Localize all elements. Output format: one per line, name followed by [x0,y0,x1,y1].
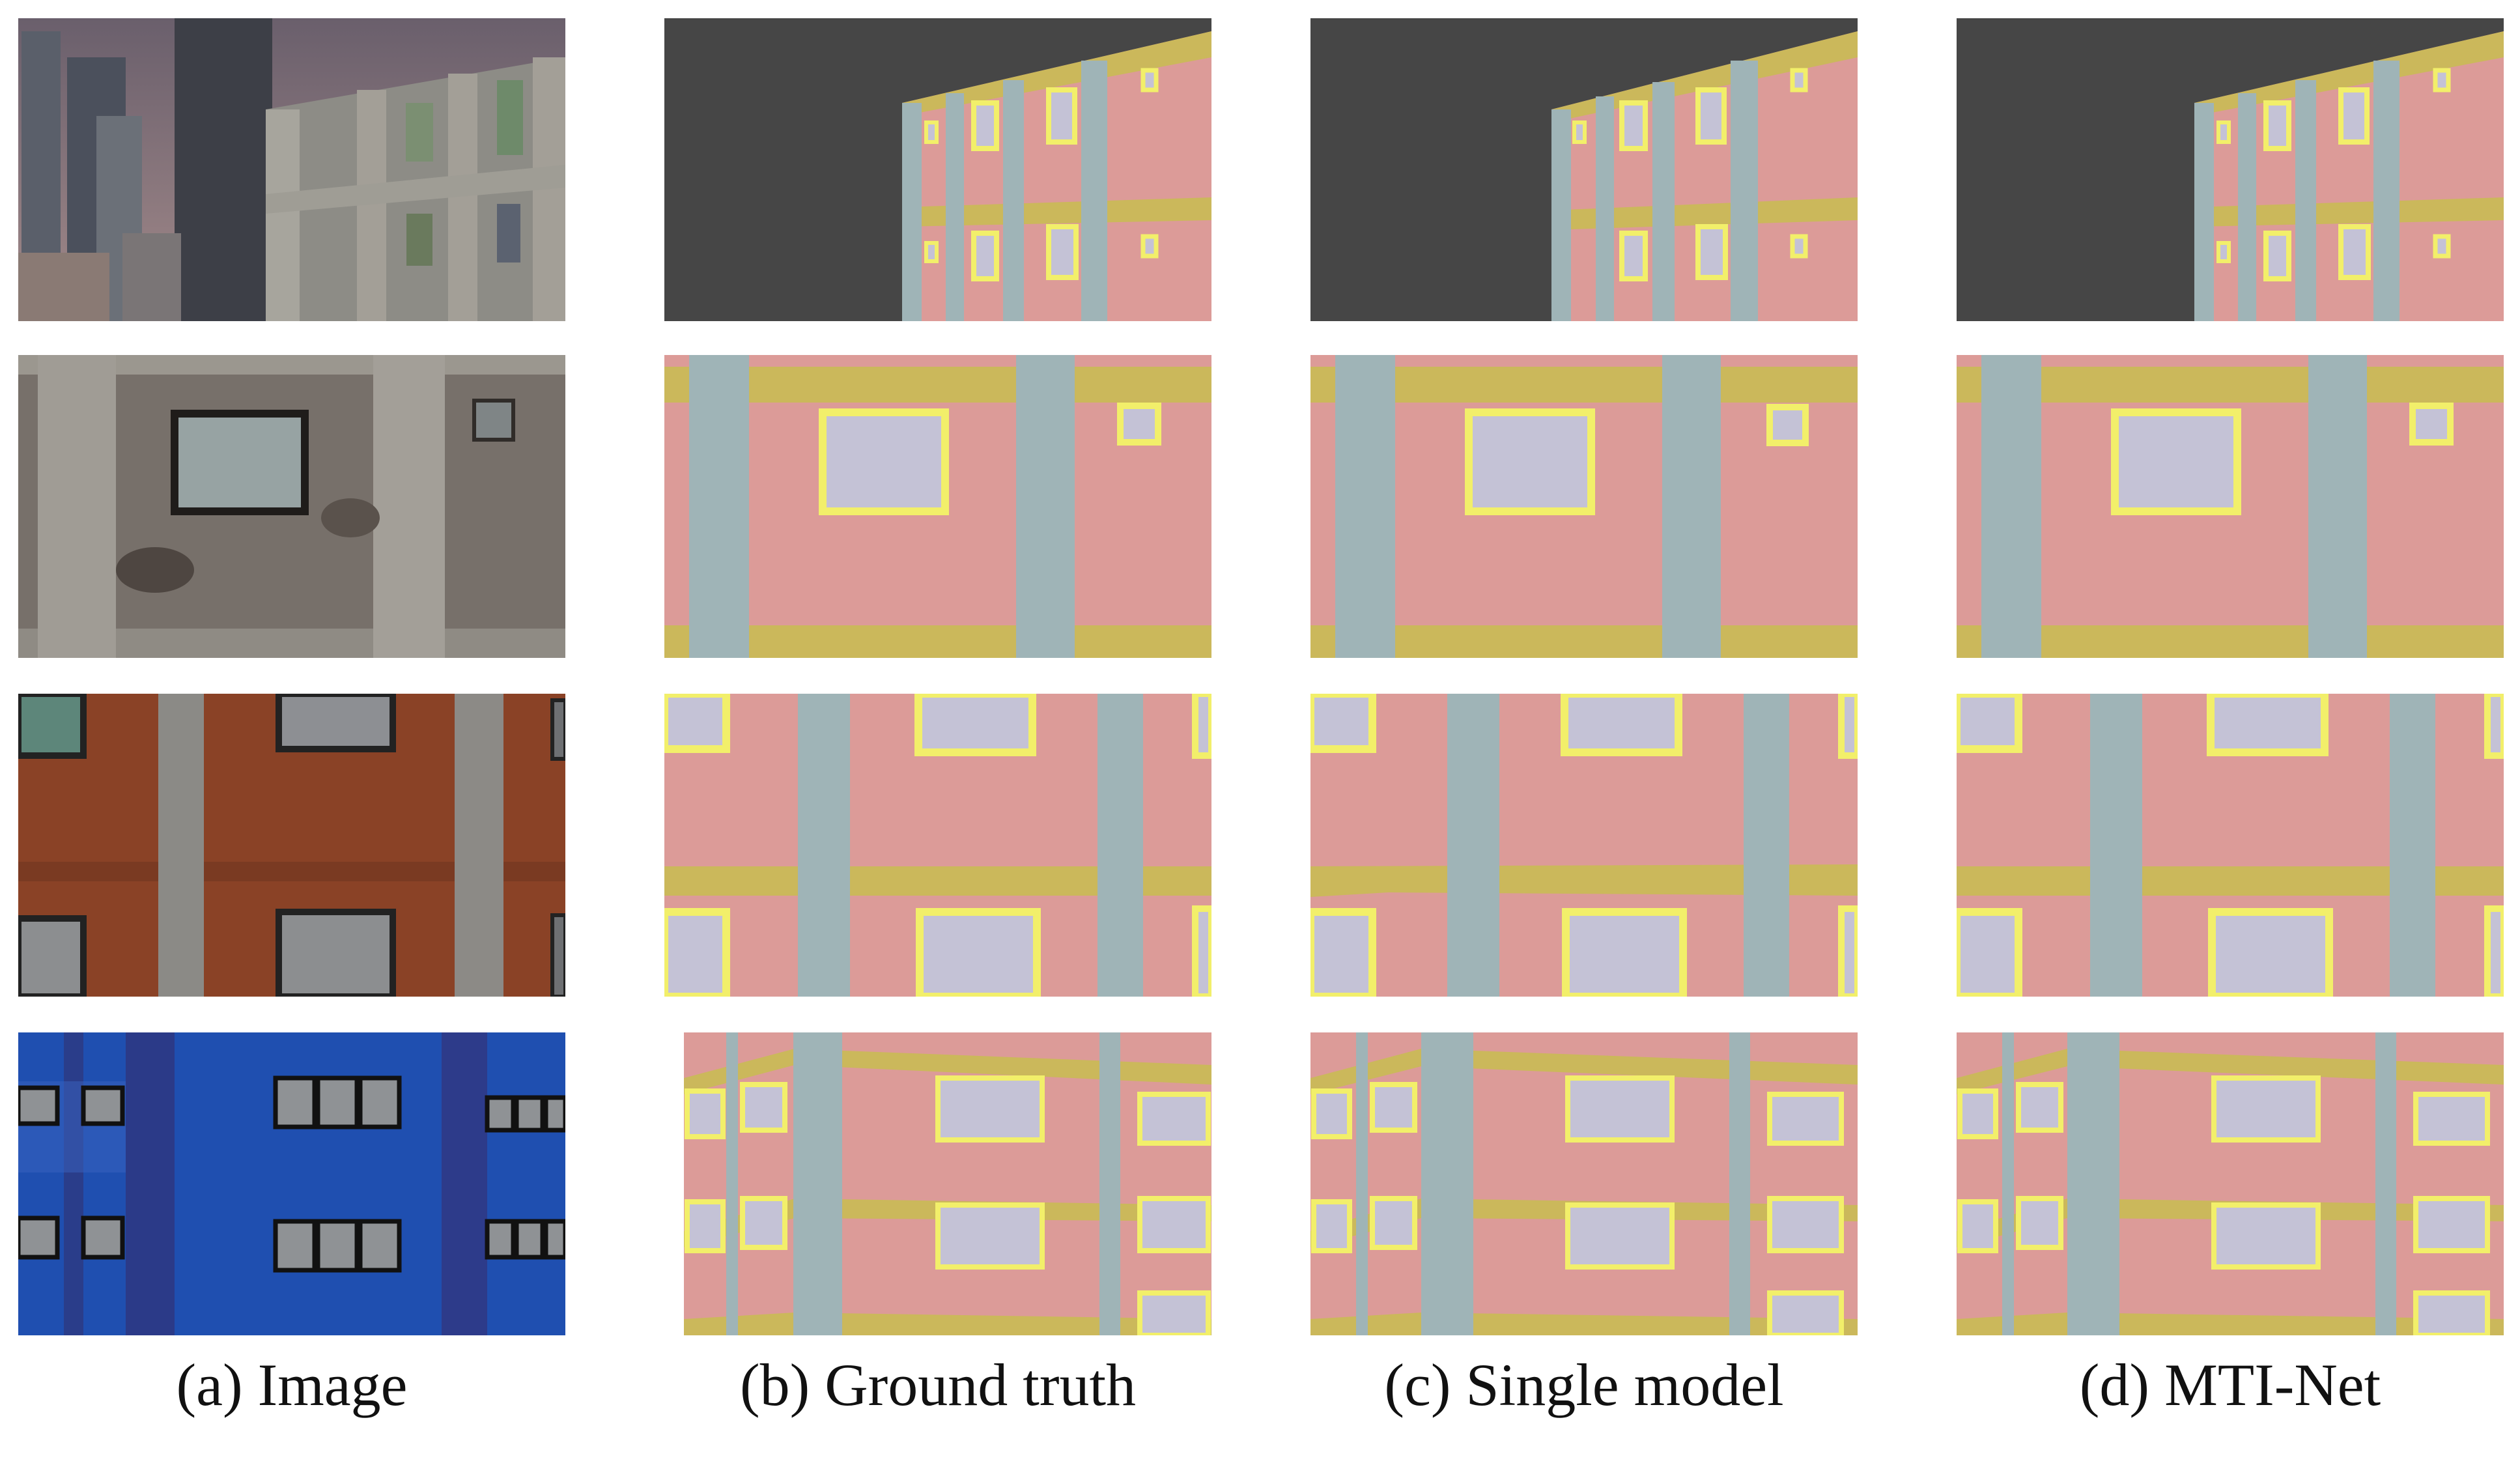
caption-ground-truth: (b) Ground truth [739,1352,1137,1418]
row1-mtinet-panel [1957,18,2504,321]
row2-ground-truth-panel [664,355,1211,658]
row1-image-panel [18,18,565,321]
caption-mtinet: (d) MTI-Net [2079,1352,2381,1418]
row3-mtinet-panel [1957,694,2504,997]
row2-mtinet-panel [1957,355,2504,658]
caption-image: (a) Image [176,1352,408,1418]
row4-mtinet-panel [1957,1032,2504,1335]
row4-ground-truth-panel [664,1032,1211,1335]
row1-ground-truth-panel [664,18,1211,321]
row3-ground-truth-panel [664,694,1211,997]
row4-single-model-panel [1310,1032,1858,1335]
row2-image-panel [18,355,565,658]
row2-single-model-panel [1310,355,1858,658]
row4-image-panel [18,1032,565,1335]
row3-image-panel [18,694,565,997]
caption-single-model: (c) Single model [1384,1352,1784,1418]
row1-single-model-panel [1310,18,1858,321]
row3-single-model-panel [1310,694,1858,997]
